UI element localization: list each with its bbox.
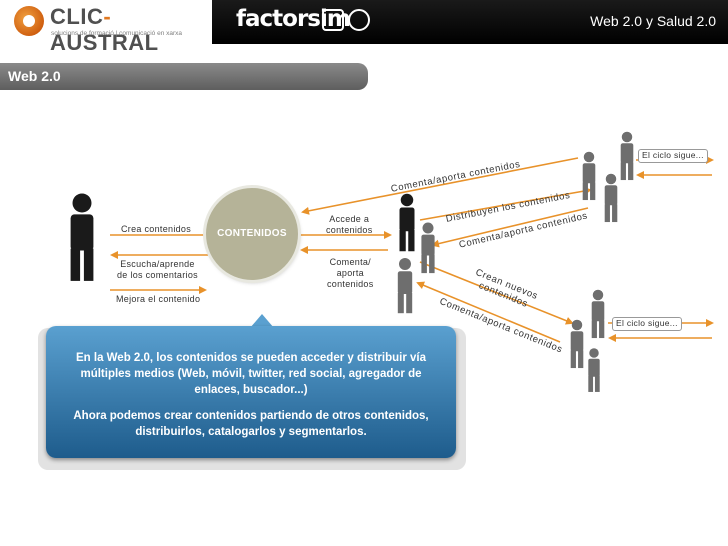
cycle-bottom-box: El ciclo sigue...: [612, 317, 682, 331]
reader-person-icon: [399, 193, 415, 252]
creator-person-icon-2: [397, 258, 413, 314]
header-bar: CLIC-AUSTRAL solucions de formació | com…: [0, 0, 728, 55]
callout-paragraph-2: Ahora podemos crear contenidos partiendo…: [73, 410, 429, 438]
factorsim-brain-icon: [348, 9, 370, 31]
info-callout: En la Web 2.0, los contenidos se pueden …: [46, 326, 456, 458]
clic-austral-logo: CLIC-AUSTRAL solucions de formació | com…: [0, 0, 212, 55]
section-bar: Web 2.0: [0, 63, 368, 90]
callout-paragraph-1: En la Web 2.0, los contenidos se pueden …: [75, 352, 426, 396]
contenidos-circle: CONTENIDOS: [206, 188, 298, 280]
logo-name: CLIC-AUSTRAL: [50, 4, 159, 55]
label-improve: Mejora el contenido: [116, 294, 201, 304]
cycle-top-label: El ciclo sigue...: [642, 150, 704, 160]
group-bottom-person-icon-3: [588, 348, 600, 392]
arrow-comment-mid2: [431, 207, 589, 248]
arrow-create-new: [419, 261, 574, 325]
section-title: Web 2.0: [8, 68, 61, 84]
group-top-person-icon-3: [604, 173, 618, 223]
arrow-distribute: [419, 187, 592, 221]
arrow-comment-top: [301, 157, 579, 215]
logo-circle-icon: [14, 6, 44, 36]
group-bottom-person-icon-2: [591, 289, 605, 339]
cycle-top-box: El ciclo sigue...: [638, 149, 708, 163]
group-bottom-person-icon-1: [570, 319, 584, 369]
arrow-comment-low: [416, 281, 561, 343]
group-top-person-icon-2: [620, 131, 634, 181]
creator-person-icon: [70, 193, 94, 281]
logo-tagline: solucions de formació | comunicació en x…: [51, 30, 183, 37]
contenidos-label: CONTENIDOS: [217, 228, 287, 239]
cycle-bottom-label: El ciclo sigue...: [616, 318, 678, 328]
group-top-person-icon-1: [582, 151, 596, 201]
slide-title: Web 2.0 y Salud 2.0: [590, 13, 716, 29]
label-create: Crea contenidos: [121, 224, 192, 234]
factorsim-b-icon: [322, 9, 344, 31]
